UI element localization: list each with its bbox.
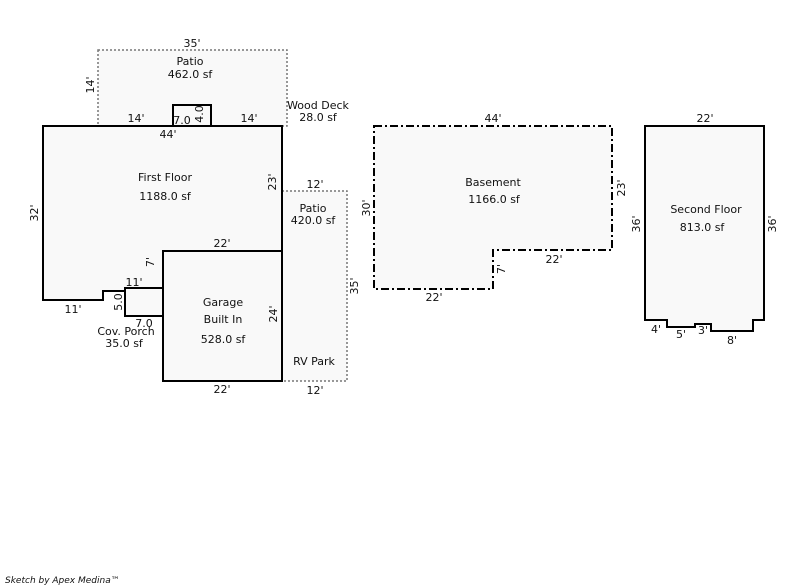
- first-floor-dim-left: 32': [28, 204, 41, 221]
- second-floor-dim-right: 36': [766, 215, 779, 232]
- patio-top-area: 462.0 sf: [168, 68, 214, 81]
- sketch-credit: Sketch by Apex Medina™: [5, 576, 120, 586]
- basement-name: Basement: [465, 176, 521, 189]
- second-floor-dim-left: 36': [630, 215, 643, 232]
- basement-dim-step-bottom: 22': [545, 253, 562, 266]
- second-floor-dim-top: 22': [696, 112, 713, 125]
- cov-porch-name: Cov. Porch: [97, 325, 154, 338]
- second-floor-dim-b4: 8': [727, 334, 737, 347]
- first-floor-dim-step: 7': [144, 257, 157, 267]
- first-floor-dim-top: 44': [159, 128, 176, 141]
- basement-dim-bottom: 22': [425, 291, 442, 304]
- patio-right-outline: [281, 190, 348, 382]
- garage-outline: [162, 250, 283, 382]
- wood-deck-dim-height: 4.0: [193, 105, 206, 123]
- garage-name-line2: Built In: [204, 313, 243, 326]
- patio-top-name: Patio: [177, 55, 204, 68]
- second-floor-name: Second Floor: [670, 203, 742, 216]
- patio-right-name: Patio: [300, 202, 327, 215]
- garage-dim-right: 24': [267, 305, 280, 322]
- second-floor-dim-b1: 4': [651, 323, 661, 336]
- first-floor-name: First Floor: [138, 171, 192, 184]
- first-floor-dim-right: 23': [266, 173, 279, 190]
- basement-dim-step: 7': [495, 264, 508, 274]
- basement-dim-left: 30': [360, 199, 373, 216]
- cov-porch-outline: [124, 287, 164, 317]
- patio-right-dim-bottom: 12': [306, 384, 323, 397]
- patio-right-rv-label: RV Park: [293, 355, 335, 368]
- cov-porch-dim-height: 5.0: [112, 293, 125, 311]
- second-floor-dim-b3: 3': [698, 324, 708, 337]
- patio-top-dim-bottom-left: 14': [127, 112, 144, 125]
- patio-right-area: 420.0 sf: [291, 214, 337, 227]
- garage-name-line1: Garage: [203, 296, 244, 309]
- cov-porch-area: 35.0 sf: [105, 337, 144, 350]
- second-floor-outline: [644, 125, 765, 332]
- wood-deck-name: Wood Deck: [287, 99, 349, 112]
- patio-right-dim-right: 35': [348, 277, 361, 294]
- basement-outline: [373, 125, 613, 290]
- garage-area: 528.0 sf: [201, 333, 247, 346]
- cov-porch-dim-width: 7.0: [135, 317, 153, 330]
- patio-right-dim-top: 12': [306, 178, 323, 191]
- garage-dim-bottom: 22': [213, 383, 230, 396]
- second-floor-area: 813.0 sf: [680, 221, 726, 234]
- first-floor-area: 1188.0 sf: [139, 190, 192, 203]
- wood-deck-dim-width: 7.0: [173, 114, 191, 127]
- basement-dim-right: 23': [615, 179, 628, 196]
- patio-top-dim-left: 14': [84, 76, 97, 93]
- second-floor-dim-b2: 5': [676, 328, 686, 341]
- patio-top-dim-bottom-right: 14': [240, 112, 257, 125]
- first-floor-dim-garage-top: 22': [213, 237, 230, 250]
- first-floor-dim-bottom-left: 11': [64, 303, 81, 316]
- basement-area: 1166.0 sf: [468, 193, 521, 206]
- basement-dim-top: 44': [484, 112, 501, 125]
- patio-top-dim-top: 35': [183, 37, 200, 50]
- cov-porch-dim-top: 11': [125, 276, 142, 289]
- wood-deck-area: 28.0 sf: [299, 111, 338, 124]
